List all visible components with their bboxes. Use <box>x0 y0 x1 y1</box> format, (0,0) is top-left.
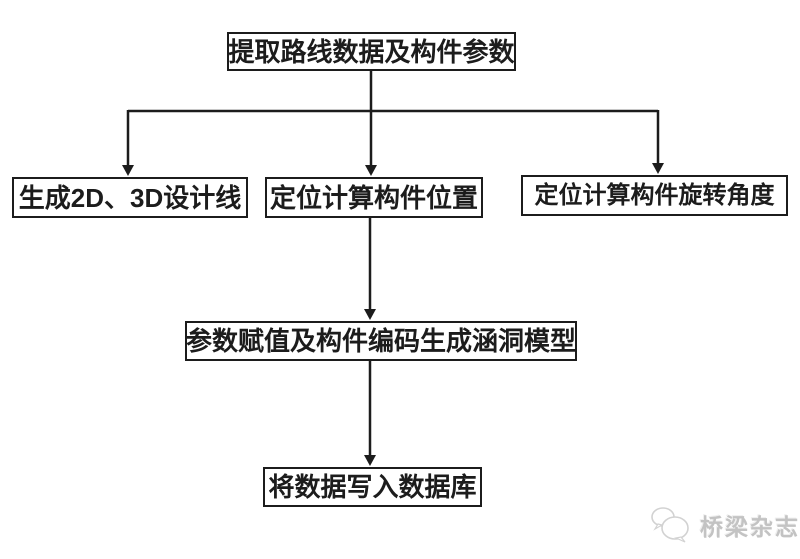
node-rotation-angle: 定位计算构件旋转角度 <box>521 175 788 216</box>
speech-bubbles-icon <box>651 507 689 543</box>
watermark: 桥梁杂志 <box>648 502 800 548</box>
watermark-label: 桥梁杂志 <box>700 514 800 540</box>
node-write-database: 将数据写入数据库 <box>263 467 482 507</box>
node-component-position: 定位计算构件位置 <box>265 177 483 218</box>
node-culvert-model: 参数赋值及构件编码生成涵洞模型 <box>185 321 577 361</box>
node-extract-route-data: 提取路线数据及构件参数 <box>227 32 516 71</box>
node-generate-design-lines: 生成2D、3D设计线 <box>12 177 248 218</box>
